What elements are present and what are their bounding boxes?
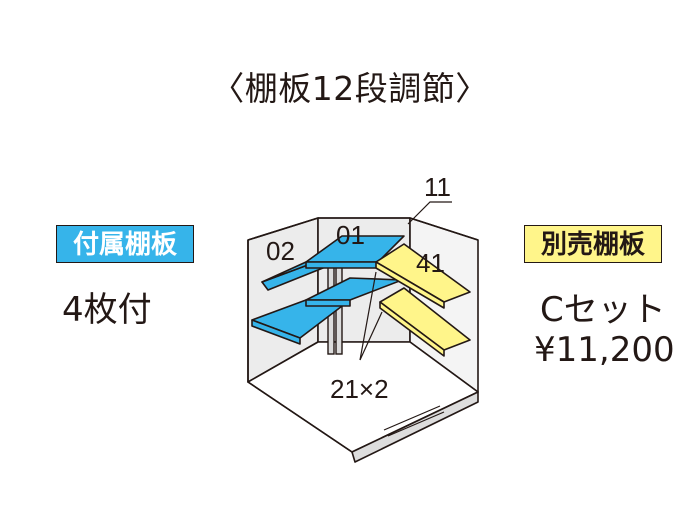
shelf-01-lower-front	[305, 299, 351, 307]
label-21x2: 21×2	[330, 374, 389, 404]
leader-21-b	[359, 311, 383, 361]
page-title: 〈棚板12段調節〉	[211, 69, 489, 108]
leader-lines	[359, 201, 452, 361]
label-01: 01	[336, 220, 365, 250]
leader-21-a	[359, 271, 377, 361]
shelf-41-lower-edge	[379, 301, 445, 357]
included-shelf-badge: 付属棚板	[56, 225, 194, 263]
shelf-02-lower-front	[251, 319, 301, 345]
label-41: 41	[416, 248, 445, 278]
optional-shelf-badge: 別売棚板	[524, 225, 662, 263]
label-11: 11	[424, 172, 451, 202]
included-shelves	[251, 235, 405, 345]
label-02: 02	[266, 236, 295, 266]
optional-shelves	[375, 243, 471, 357]
optional-set-name: Cセット	[540, 290, 666, 330]
shelf-41-upper-edge	[375, 261, 445, 309]
floor-threshold	[351, 391, 479, 463]
optional-set-price: ¥11,200	[534, 330, 675, 370]
included-shelf-count: 4枚付	[62, 290, 152, 330]
leader-11	[407, 201, 452, 225]
shelf-01-upper-front	[305, 261, 379, 269]
